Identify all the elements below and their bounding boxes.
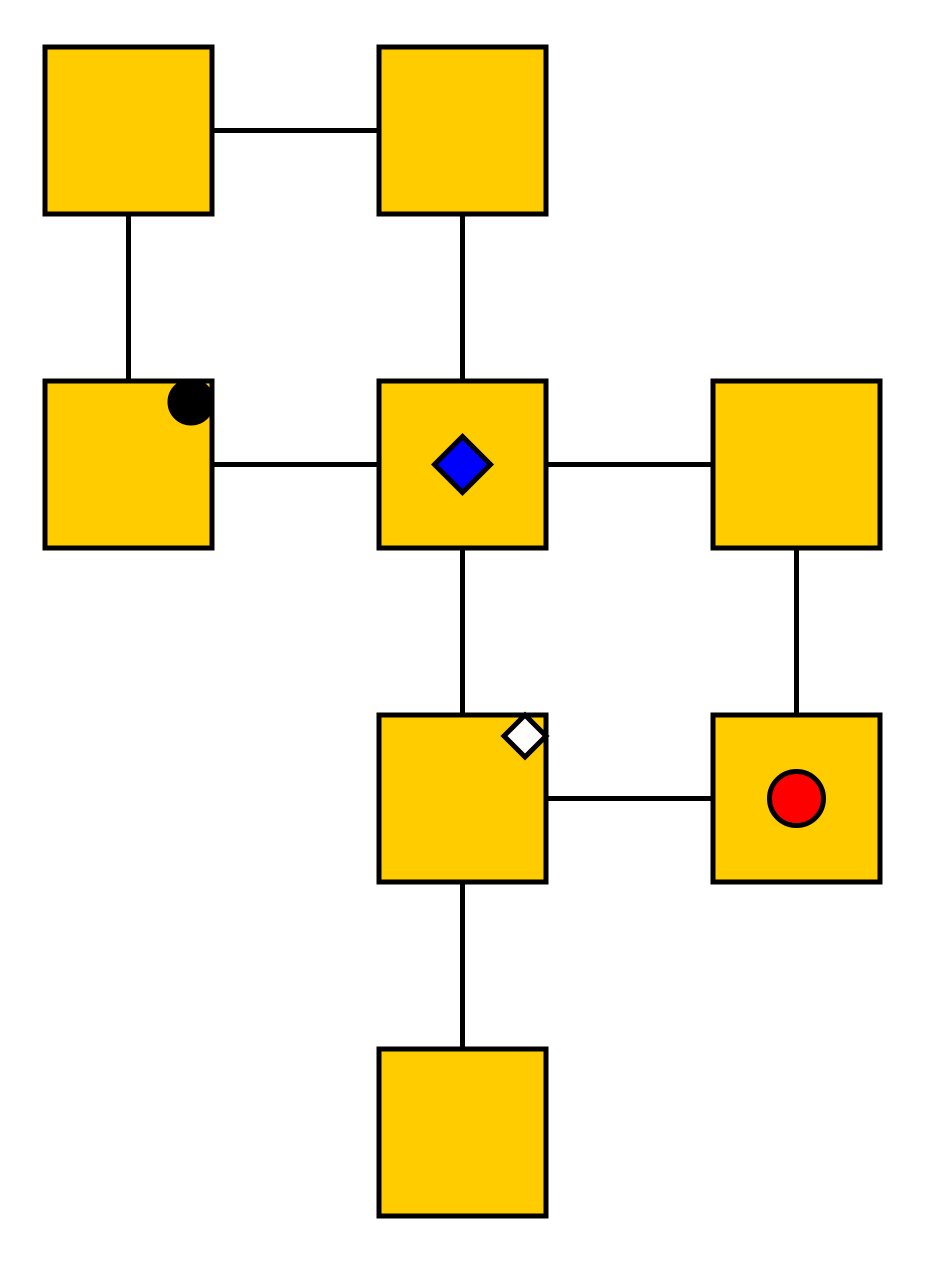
markers-layer bbox=[167, 378, 826, 828]
room-r-1-0 bbox=[376, 44, 549, 217]
room-r-0-0 bbox=[42, 44, 215, 217]
black-circle-marker bbox=[167, 378, 215, 426]
red-circle-marker bbox=[767, 769, 826, 828]
room-r-1-3 bbox=[376, 1046, 549, 1219]
white-diamond-marker bbox=[500, 711, 550, 761]
blue-diamond-marker bbox=[430, 432, 495, 497]
room-r-2-1 bbox=[710, 378, 883, 551]
